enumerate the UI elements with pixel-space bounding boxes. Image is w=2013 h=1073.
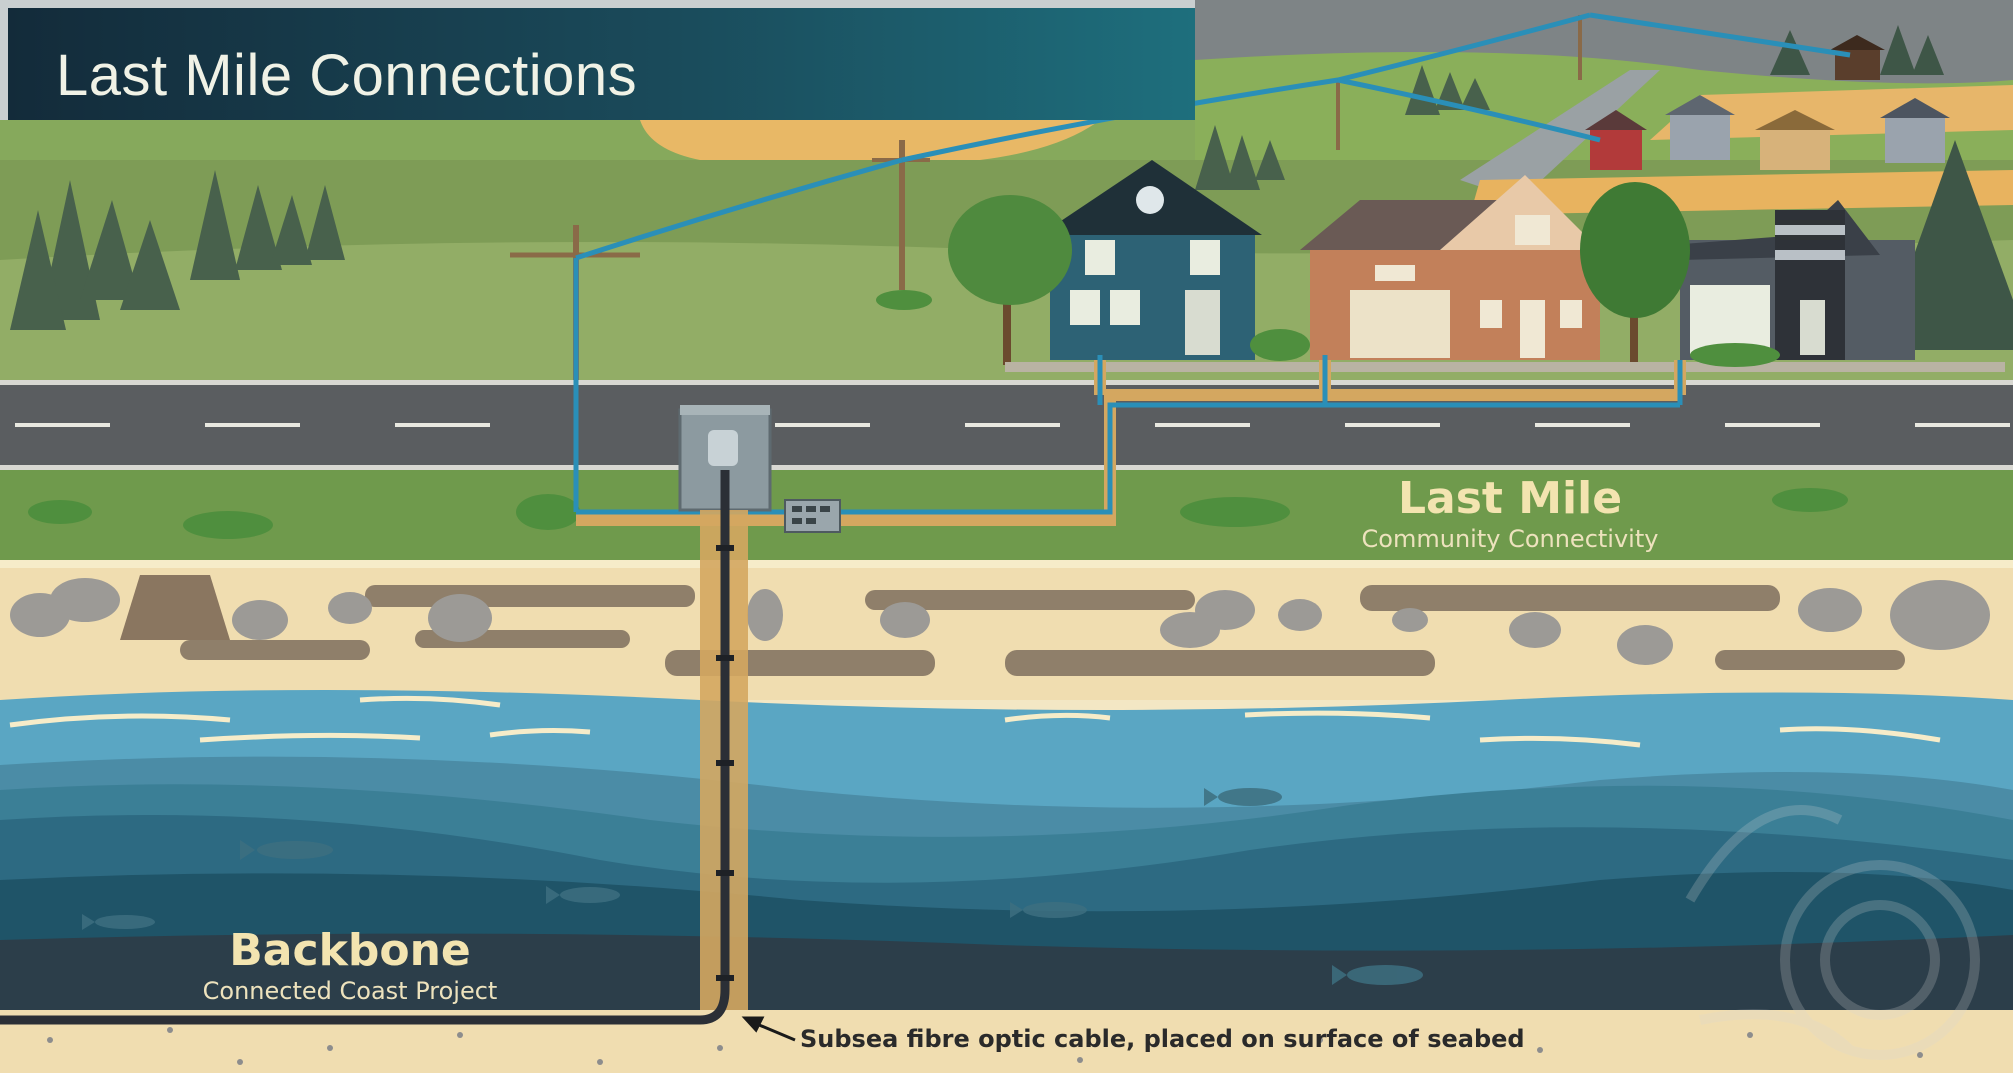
beach-edge xyxy=(0,560,2013,568)
title-banner: Last Mile Connections xyxy=(8,8,1195,120)
tree-round-right xyxy=(1580,182,1690,365)
beach-rocks xyxy=(10,578,1990,665)
last-mile-label: Last Mile Community Connectivity xyxy=(1360,474,1660,554)
splice-box xyxy=(784,499,841,533)
tree-cluster-far-right xyxy=(1770,25,1944,75)
backbone-title: Backbone xyxy=(229,925,471,976)
indigenous-art-watermark xyxy=(1685,805,1980,1060)
wave-crests xyxy=(9,695,1941,748)
backbone-subtitle: Connected Coast Project xyxy=(202,977,498,1005)
road-edge-bottom xyxy=(0,465,2013,470)
house-teal xyxy=(1040,160,1262,360)
backbone-label: Backbone Connected Coast Project xyxy=(180,926,520,1006)
shrubs xyxy=(28,290,1848,539)
aerial-fibre-lines xyxy=(573,12,1851,510)
road-lane-markings xyxy=(15,423,2010,427)
roadside-cabinet xyxy=(678,405,772,512)
fish xyxy=(82,788,1423,985)
house-orange xyxy=(1300,175,1600,360)
tree-cluster-mid xyxy=(1195,65,1490,190)
house-grey-modern xyxy=(1670,200,1915,360)
page-title: Last Mile Connections xyxy=(56,43,638,108)
last-mile-subtitle: Community Connectivity xyxy=(1361,525,1659,553)
sand-patch-far xyxy=(640,120,1100,160)
caption-arrow xyxy=(741,1016,796,1042)
hill-road xyxy=(1460,70,1660,200)
last-mile-title: Last Mile xyxy=(1397,473,1623,524)
subsea-cable-caption: Subsea fibre optic cable, placed on surf… xyxy=(800,1025,1525,1053)
road-edge-top xyxy=(0,380,2013,385)
sidewalk xyxy=(1005,362,2005,372)
driftwood-logs xyxy=(120,575,1905,676)
tree-round-left xyxy=(948,195,1072,365)
underground-fibre xyxy=(573,258,1683,515)
subsea-cable xyxy=(0,470,730,1025)
water-bottom xyxy=(0,933,2013,1010)
seabed-pebbles xyxy=(47,1027,1923,1065)
cable-joints xyxy=(716,545,734,981)
tree-cluster-left xyxy=(10,170,345,330)
far-houses xyxy=(1585,35,1950,170)
